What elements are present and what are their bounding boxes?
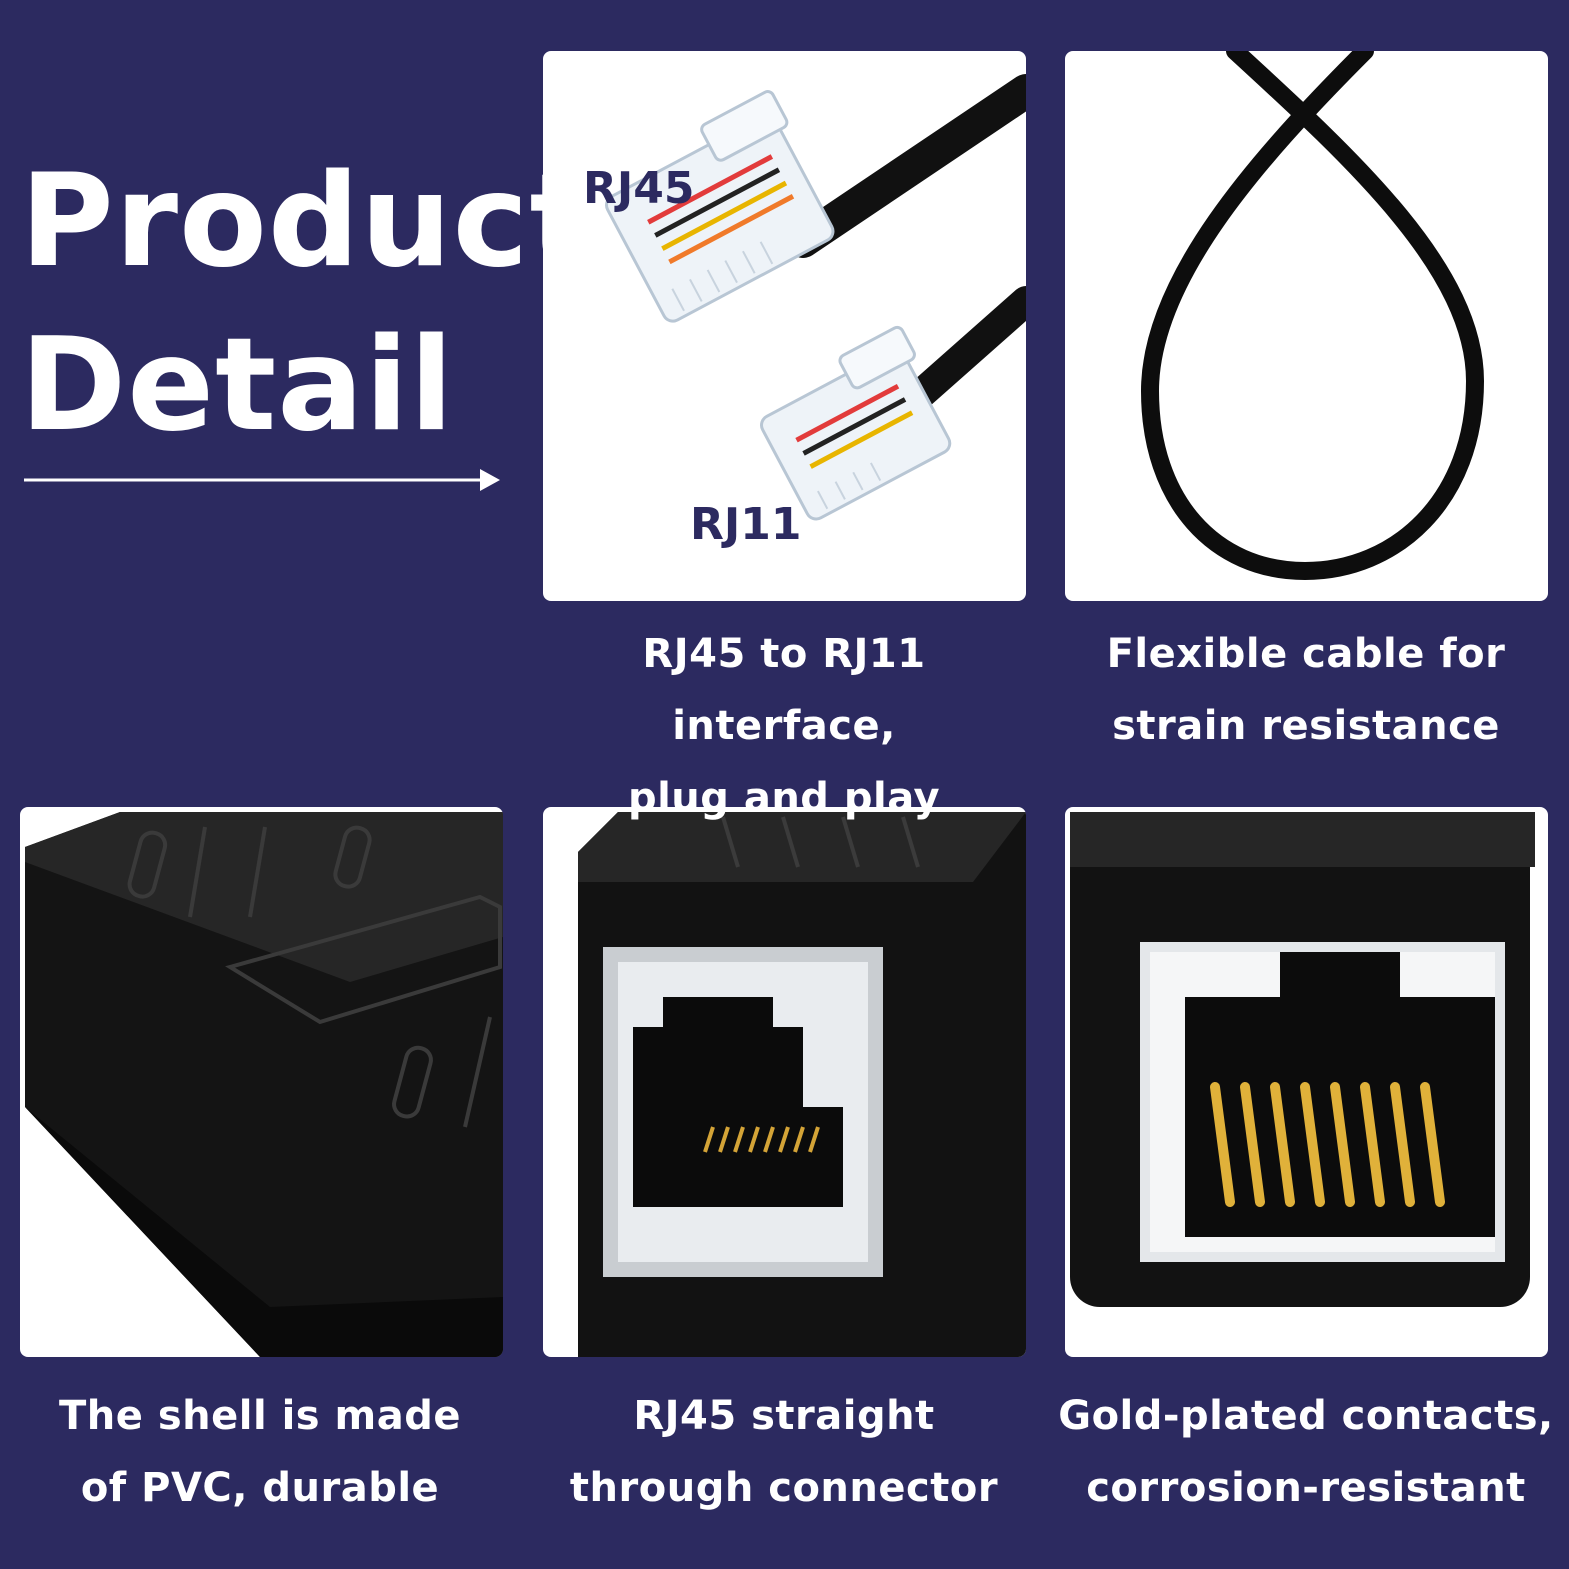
feature-caption-flexible-cable: Flexible cable for strain resistance bbox=[1046, 618, 1566, 762]
title-line-2: Detail bbox=[20, 311, 455, 460]
shell-image bbox=[20, 807, 503, 1357]
caption-line: The shell is made bbox=[59, 1393, 461, 1439]
straight-through-connector-image bbox=[543, 807, 1026, 1357]
pvc-shell-illustration bbox=[25, 812, 503, 1357]
page-title: Product Detail bbox=[20, 140, 592, 468]
feature-caption-interface: RJ45 to RJ11 interface, plug and play bbox=[524, 618, 1044, 834]
feature-caption-straight-through: RJ45 straight through connector bbox=[524, 1380, 1044, 1524]
feature-caption-shell: The shell is made of PVC, durable bbox=[0, 1380, 520, 1524]
caption-line: through connector bbox=[569, 1465, 999, 1511]
rj45-label: RJ45 bbox=[583, 163, 695, 214]
gold-contacts-image bbox=[1065, 807, 1548, 1357]
feature-caption-gold-contacts: Gold-plated contacts, corrosion-resistan… bbox=[1046, 1380, 1566, 1524]
caption-line: RJ45 straight bbox=[633, 1393, 935, 1439]
caption-line: strain resistance bbox=[1112, 703, 1500, 749]
caption-line: RJ45 to RJ11 interface, bbox=[642, 631, 926, 749]
caption-line: plug and play bbox=[627, 775, 941, 821]
caption-line: Flexible cable for bbox=[1106, 631, 1506, 677]
rj45-port-illustration bbox=[578, 812, 1026, 1357]
caption-line: of PVC, durable bbox=[80, 1465, 440, 1511]
rj11-label: RJ11 bbox=[690, 499, 802, 550]
title-line-1: Product bbox=[20, 147, 592, 296]
flexible-cable-illustration bbox=[1140, 51, 1485, 581]
caption-line: Gold-plated contacts, bbox=[1058, 1393, 1554, 1439]
gold-contacts-illustration bbox=[1070, 812, 1535, 1307]
cable-loop-image bbox=[1065, 51, 1548, 601]
caption-line: corrosion-resistant bbox=[1086, 1465, 1526, 1511]
right-arrow-icon bbox=[24, 469, 500, 491]
rj45-rj11-plugs-illustration bbox=[605, 74, 1026, 521]
plugs-image: RJ45 RJ11 bbox=[543, 51, 1026, 601]
